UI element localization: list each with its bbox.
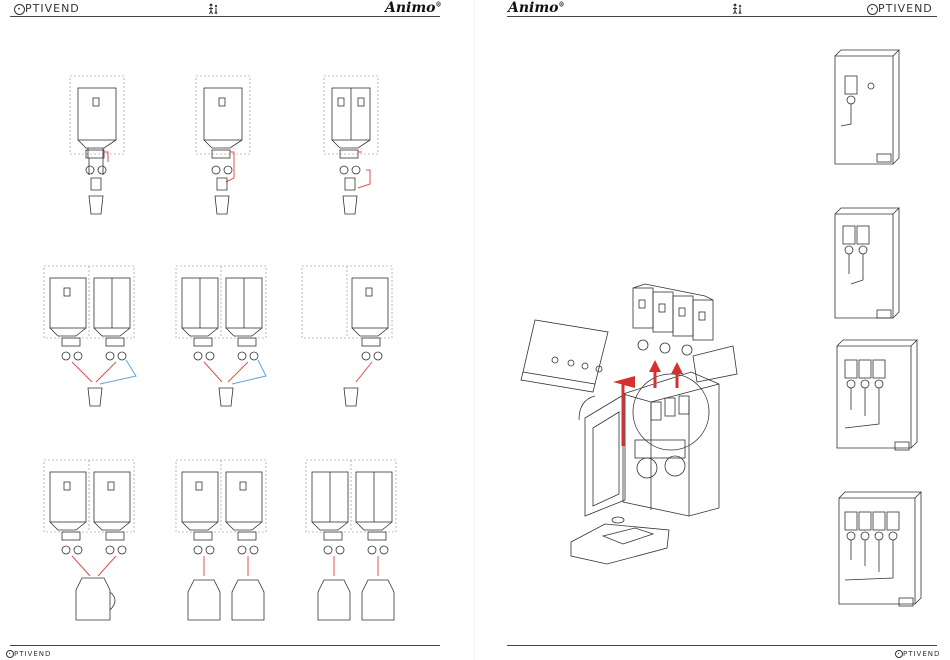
config-diagram-3-1 [44, 460, 134, 620]
config-diagram-1-2 [196, 76, 250, 214]
footer-brand-optivend-text: PTIVEND [903, 650, 940, 658]
right-page: Animo® •PTIVEND [475, 0, 950, 660]
side-panel [521, 320, 608, 392]
frame-unit-1 [835, 50, 899, 164]
footer-brand-optivend: •PTIVEND [895, 650, 940, 658]
config-diagram-3-3 [306, 460, 396, 620]
arrow-head-up-2 [671, 362, 683, 374]
config-diagram-2-2 [176, 266, 266, 406]
cover-panel [693, 346, 737, 382]
left-page: •PTIVEND Animo® [0, 0, 475, 660]
arrow-head-up-1 [649, 360, 661, 372]
config-diagram-1-1 [70, 76, 124, 214]
footer-brand-optivend: •PTIVEND [6, 650, 51, 658]
optivend-o-icon: • [6, 650, 14, 658]
frame-unit-4 [839, 492, 921, 606]
frame-unit-2 [835, 208, 899, 318]
optivend-o-icon: • [895, 650, 903, 658]
machine-cabinet [623, 372, 719, 516]
machine-exploded-diagram [475, 0, 950, 660]
drip-tray [571, 517, 669, 564]
frame-unit-3 [837, 340, 917, 450]
footer-rule [10, 645, 440, 646]
canister-group [633, 284, 713, 355]
config-diagram-2-3 [302, 266, 392, 406]
footer-rule [507, 645, 937, 646]
config-diagram-3-2 [176, 460, 266, 620]
footer-brand-optivend-text: PTIVEND [14, 650, 51, 658]
machine-door [579, 394, 625, 516]
config-diagram-2-1 [44, 266, 136, 406]
config-diagram-1-3 [324, 76, 378, 214]
mixing-configuration-diagrams [0, 0, 475, 660]
